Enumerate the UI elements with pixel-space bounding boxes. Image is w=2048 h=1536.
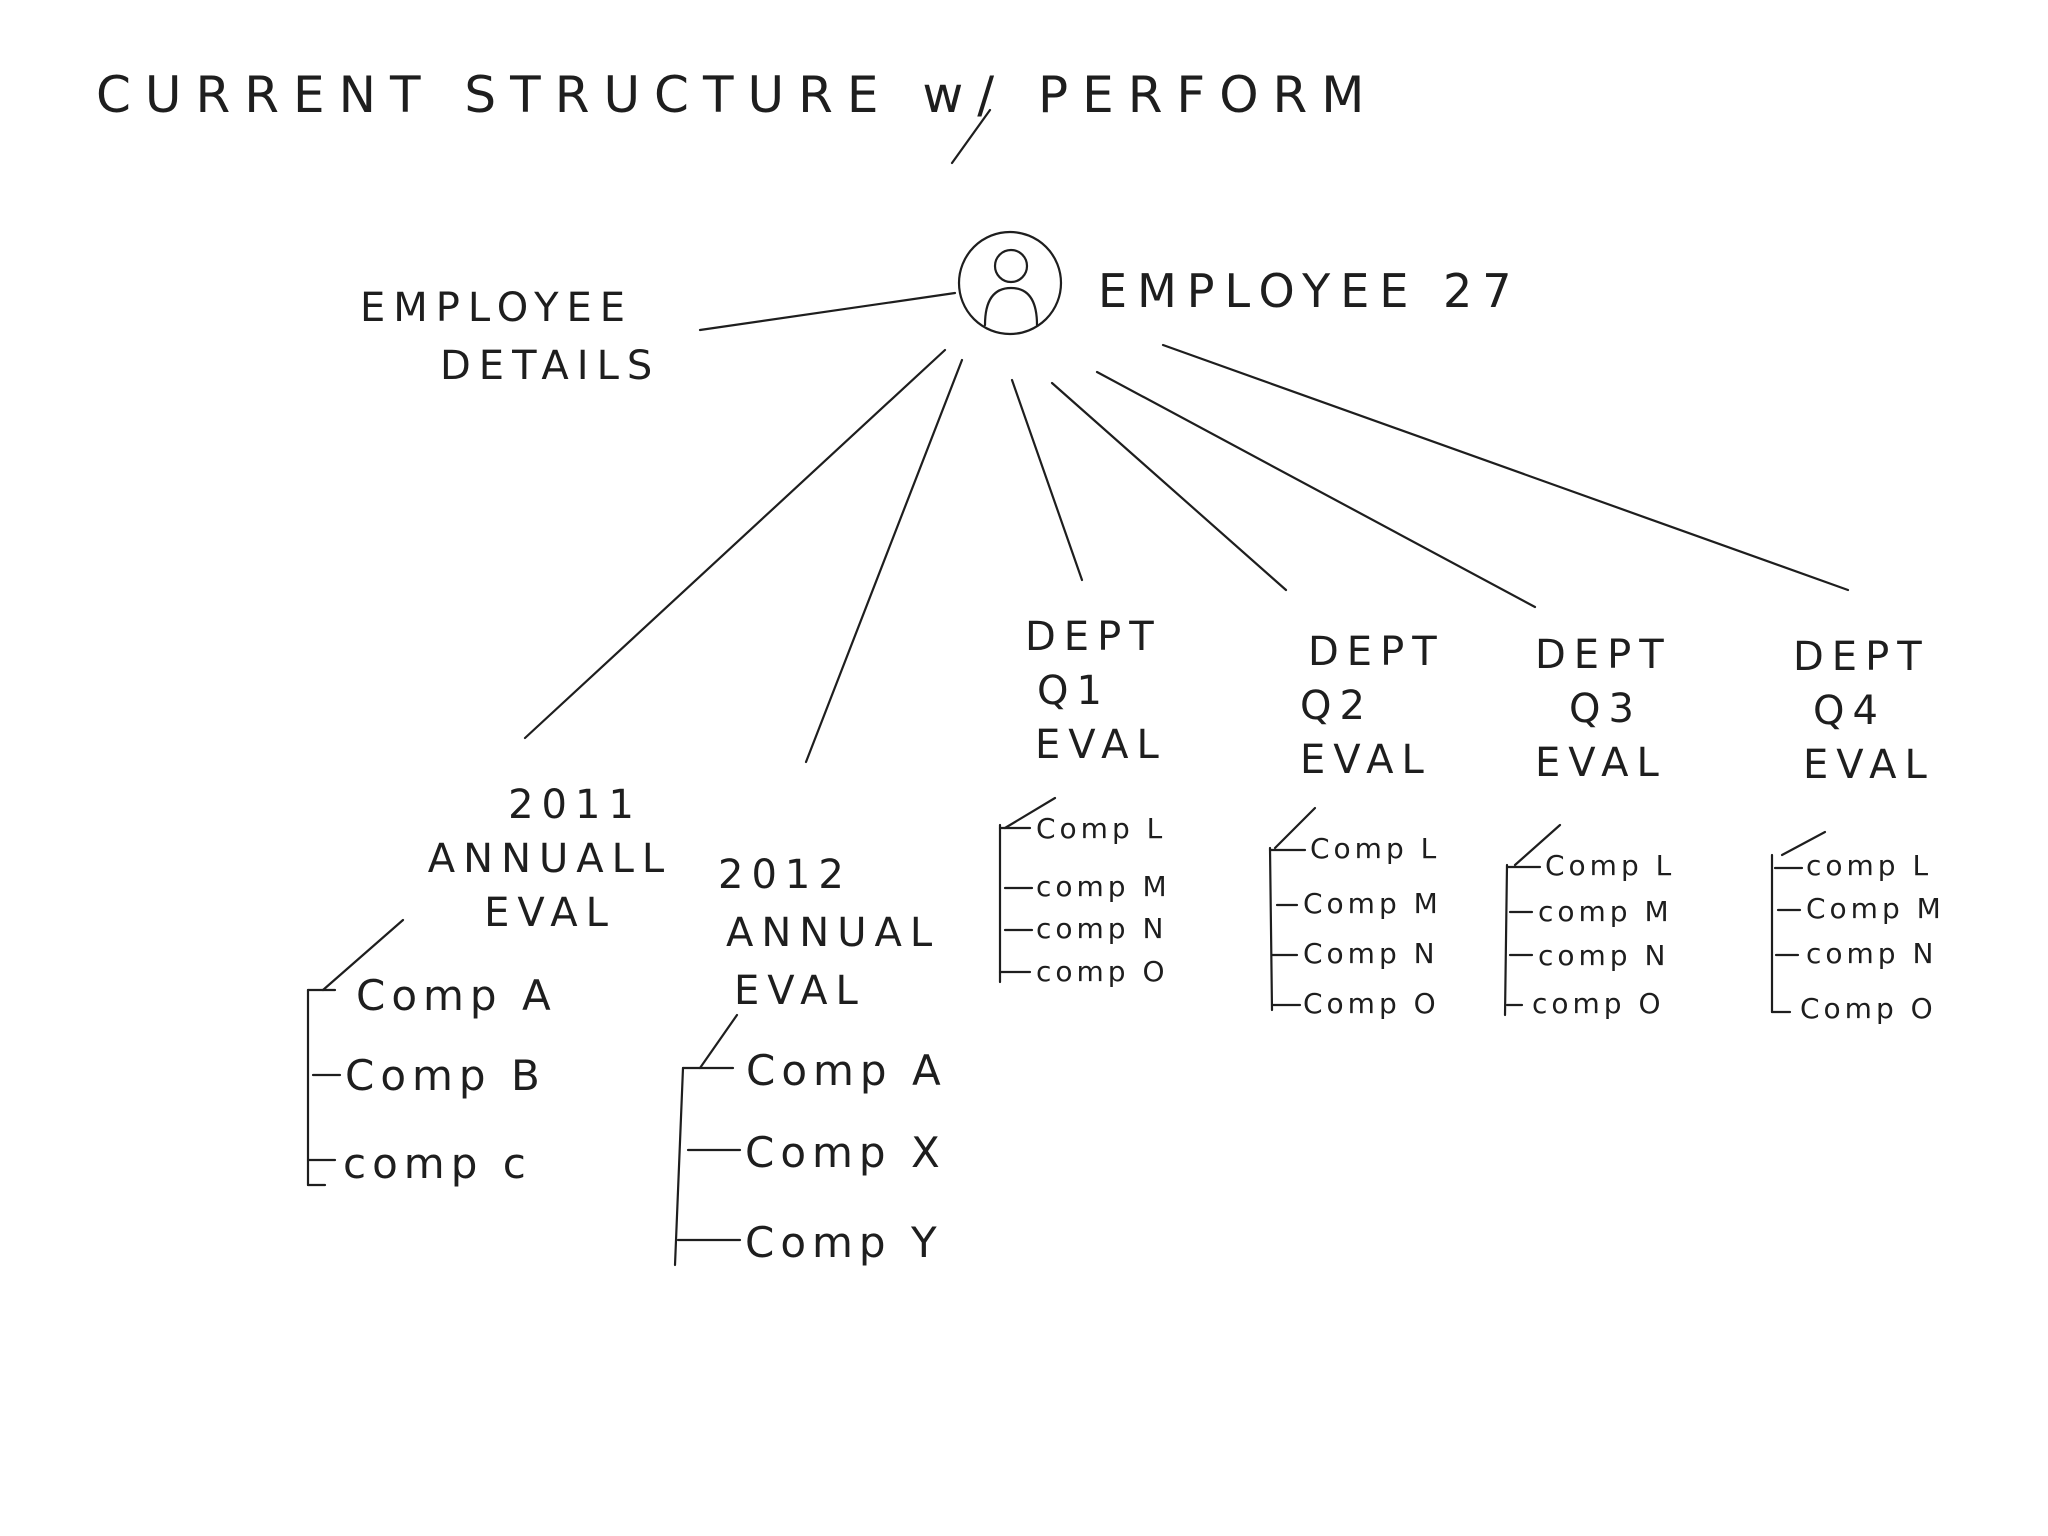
comp-item: Comp O bbox=[1303, 987, 1440, 1020]
comp-item: Comp A bbox=[746, 1046, 947, 1095]
connector-2011-eval bbox=[523, 348, 947, 740]
page-title: CURRENT STRUCTURE w/ PERFORM bbox=[96, 66, 1379, 124]
comp-item: comp M bbox=[1538, 895, 1673, 928]
dept-q4-eval-node: DEPT Q4 EVAL bbox=[1793, 637, 1993, 785]
dept-q3-line-2: Q3 bbox=[1569, 686, 1642, 732]
dept-q1-eval-node: DEPT Q1 EVAL bbox=[1025, 617, 1225, 765]
dept-q1-line-2: Q1 bbox=[1037, 668, 1110, 714]
comp-item: comp O bbox=[1532, 987, 1665, 1020]
comp-item: Comp X bbox=[745, 1128, 946, 1177]
annual-eval-2012-node: 2012 ANNUAL EVAL bbox=[718, 855, 938, 1011]
comp-item: comp L bbox=[1806, 849, 1933, 882]
connector-q3-eval bbox=[1095, 370, 1537, 609]
dept-q3-eval-node: DEPT Q3 EVAL bbox=[1535, 635, 1735, 783]
bracket-q1 bbox=[998, 796, 1057, 984]
dept-q4-line-1: DEPT bbox=[1793, 634, 1930, 680]
dept-q2-eval-node: DEPT Q2 EVAL bbox=[1300, 632, 1500, 780]
connector-2012-eval bbox=[804, 358, 964, 764]
eval-2011-year: 2011 bbox=[508, 782, 642, 828]
dept-q1-line-3: EVAL bbox=[1035, 722, 1167, 768]
connector-q2-eval bbox=[1050, 381, 1288, 592]
comp-item: comp N bbox=[1036, 912, 1168, 945]
annual-eval-2011-node: 2011 ANNUALL EVAL bbox=[420, 785, 680, 933]
comp-item: comp O bbox=[1036, 955, 1169, 988]
details-line-1: EMPLOYEE bbox=[360, 285, 634, 331]
eval-2012-label: EVAL bbox=[734, 968, 866, 1014]
details-line-2: DETAILS bbox=[440, 343, 661, 389]
bracket-q2 bbox=[1268, 806, 1317, 1012]
comp-item: comp N bbox=[1806, 937, 1938, 970]
comp-item: comp M bbox=[1036, 870, 1171, 903]
title-slash-stroke bbox=[950, 108, 992, 165]
eval-2012-year: 2012 bbox=[718, 852, 852, 898]
dept-q3-line-3: EVAL bbox=[1535, 740, 1667, 786]
comp-item: Comp L bbox=[1310, 832, 1441, 865]
eval-2012-type: ANNUAL bbox=[726, 910, 941, 956]
dept-q1-line-1: DEPT bbox=[1025, 614, 1162, 660]
bracket-2012 bbox=[673, 1013, 742, 1267]
connector-q1-eval bbox=[1010, 378, 1084, 582]
bracket-q3 bbox=[1503, 823, 1562, 1017]
comp-item: Comp M bbox=[1303, 887, 1442, 920]
eval-2011-label: EVAL bbox=[484, 890, 616, 936]
eval-2011-type: ANNUALL bbox=[427, 836, 673, 882]
person-icon bbox=[957, 230, 1063, 336]
comp-item: Comp Y bbox=[745, 1218, 943, 1267]
connector-q4-eval bbox=[1161, 343, 1850, 592]
dept-q2-line-1: DEPT bbox=[1308, 629, 1445, 675]
comp-item: Comp L bbox=[1545, 849, 1676, 882]
comp-item: Comp O bbox=[1800, 992, 1937, 1025]
bracket-q4 bbox=[1770, 830, 1827, 1014]
comp-item: comp N bbox=[1538, 939, 1670, 972]
comp-item: Comp L bbox=[1036, 812, 1167, 845]
comp-item: Comp M bbox=[1806, 892, 1945, 925]
dept-q4-line-3: EVAL bbox=[1803, 742, 1935, 788]
dept-q3-line-1: DEPT bbox=[1535, 632, 1672, 678]
comp-item: Comp A bbox=[356, 971, 557, 1020]
details-connector bbox=[698, 291, 957, 332]
dept-q2-line-3: EVAL bbox=[1300, 737, 1432, 783]
comp-item: Comp B bbox=[345, 1051, 546, 1100]
dept-q4-line-2: Q4 bbox=[1813, 688, 1886, 734]
dept-q2-line-2: Q2 bbox=[1300, 683, 1373, 729]
bracket-2011 bbox=[306, 918, 405, 1187]
root-employee-label: EMPLOYEE 27 bbox=[1098, 264, 1522, 318]
comp-item: comp c bbox=[343, 1139, 532, 1188]
comp-item: Comp N bbox=[1303, 937, 1439, 970]
employee-details-node: EMPLOYEE DETAILS bbox=[360, 288, 680, 386]
